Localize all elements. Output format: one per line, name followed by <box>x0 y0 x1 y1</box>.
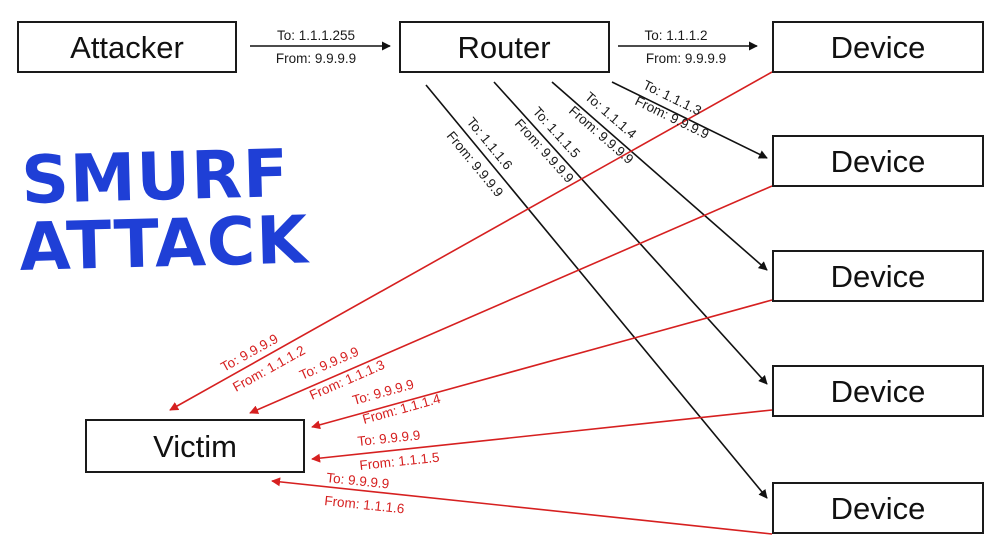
node-device-4-label: Device <box>831 374 926 409</box>
edge-label-broadcast-to: To: 1.1.1.255 <box>277 28 355 43</box>
request-edges <box>250 41 768 499</box>
node-attacker: Attacker <box>17 21 237 73</box>
edge-router-device-4 <box>493 81 768 385</box>
edge-device-5-victim <box>271 477 773 535</box>
node-device-5: Device <box>772 482 984 534</box>
edge-label-rep5-from: From: 1.1.1.6 <box>324 493 405 516</box>
node-device-2: Device <box>772 135 984 187</box>
node-victim-label: Victim <box>153 429 237 464</box>
edge-router-device-3 <box>551 81 768 271</box>
node-device-1: Device <box>772 21 984 73</box>
edge-router-device-5 <box>425 84 768 499</box>
node-device-3-label: Device <box>831 259 926 294</box>
diagram-title: SMURF ATTACK <box>18 135 311 286</box>
node-victim: Victim <box>85 419 305 473</box>
node-device-5-label: Device <box>831 491 926 526</box>
title-line-2: ATTACK <box>18 201 311 286</box>
node-attacker-label: Attacker <box>70 30 184 65</box>
title-line-1: SMURF <box>20 135 290 219</box>
node-device-2-label: Device <box>831 144 926 179</box>
node-device-4: Device <box>772 365 984 417</box>
edge-label-rep5-to: To: 9.9.9.9 <box>326 470 390 492</box>
node-router: Router <box>399 21 610 73</box>
edge-label-rep4-to: To: 9.9.9.9 <box>357 427 421 449</box>
edge-device-2-victim <box>249 185 773 414</box>
edge-device-3-victim <box>311 299 773 430</box>
edge-device-1-victim <box>169 71 773 411</box>
edge-device-4-victim <box>311 409 773 463</box>
edge-label-broadcast-from: From: 9.9.9.9 <box>276 51 356 66</box>
node-device-1-label: Device <box>831 30 926 65</box>
edge-label-req1-to: To: 1.1.1.2 <box>644 28 707 43</box>
edge-router-device-2 <box>611 81 768 159</box>
node-device-3: Device <box>772 250 984 302</box>
edge-label-req1-from: From: 9.9.9.9 <box>646 51 726 66</box>
node-router-label: Router <box>457 30 550 65</box>
reply-edges <box>169 71 773 535</box>
